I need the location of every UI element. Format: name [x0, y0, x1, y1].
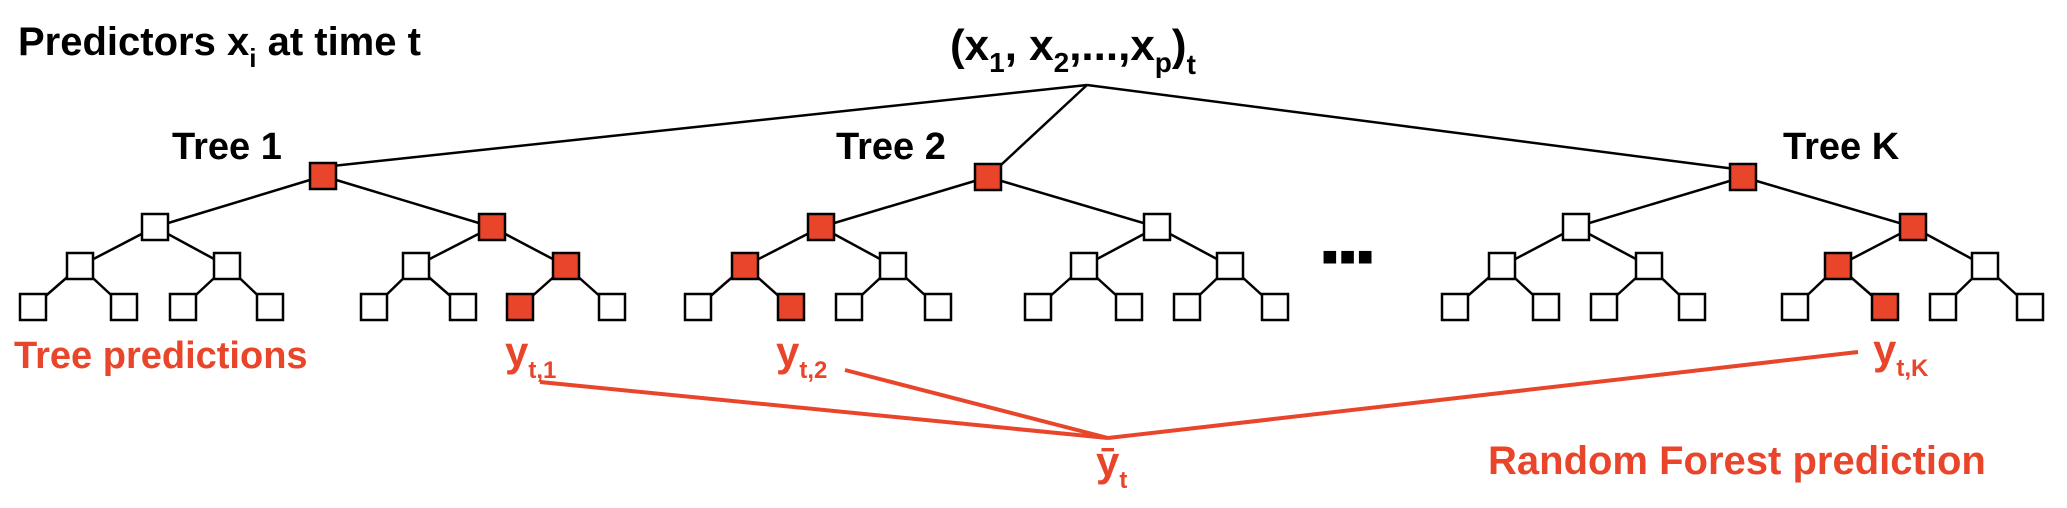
tree-2-path-node: [973, 162, 1003, 192]
tree-1-node: [18, 292, 48, 322]
trees-layer: [18, 161, 2045, 322]
tree-2-edge: [820, 175, 989, 229]
tree-2-node: [1023, 292, 1053, 322]
tree-1-node: [212, 251, 242, 281]
tree-2-node: [1142, 212, 1172, 242]
tree-1-node: [65, 251, 95, 281]
tree-1-node: [359, 292, 389, 322]
tree-1-structure: [18, 161, 627, 322]
tree-k-node: [1589, 292, 1619, 322]
tree-1-node: [448, 292, 478, 322]
tree-2-node: [1260, 292, 1290, 322]
aggregate-prediction: ȳt: [1096, 438, 1127, 494]
predictors-label: Predictors xi at time t: [18, 20, 421, 73]
tree-2-path-node: [806, 212, 836, 242]
tree-1-label: Tree 1: [172, 126, 282, 168]
tree-k-node: [1487, 251, 1517, 281]
prediction-tree-k: yt,K: [1873, 326, 1929, 382]
tree-k-node: [1634, 251, 1664, 281]
tree-k-node: [1970, 251, 2000, 281]
tree-k-node: [1677, 292, 1707, 322]
tree-1-node: [597, 292, 627, 322]
tree-2-node: [923, 292, 953, 322]
aggregation-edges: [539, 350, 1859, 440]
tree-2-node: [1172, 292, 1202, 322]
tree-k-structure: [1440, 162, 2045, 322]
tree-k-edge: [1742, 175, 1914, 229]
tree-1-path-node: [308, 161, 338, 191]
root-edges: [322, 83, 1744, 178]
tree-1-path-node: [477, 212, 507, 242]
tree-2-node: [1215, 251, 1245, 281]
edge-root-tree2: [987, 84, 1088, 178]
tree-k-node: [1780, 292, 1810, 322]
tree-1-node: [168, 292, 198, 322]
tree-k-node: [1928, 292, 1958, 322]
tree-2-node: [1114, 292, 1144, 322]
edge-predk-aggregate: [1107, 350, 1859, 440]
edge-pred1-aggregate: [539, 380, 1109, 440]
tree-2-structure: [683, 162, 1290, 322]
predictor-vector: (x1, x2,...,xp)t: [950, 21, 1196, 80]
random-forest-label: Random Forest prediction: [1488, 439, 1986, 483]
tree-2-node: [878, 251, 908, 281]
tree-2-path-node: [730, 251, 760, 281]
tree-k-label: Tree K: [1783, 126, 1900, 168]
tree-1-path-node: [551, 251, 581, 281]
tree-2-path-node: [776, 292, 806, 322]
tree-k-node: [1440, 292, 1470, 322]
tree-k-node: [1531, 292, 1561, 322]
tree-1-node: [109, 292, 139, 322]
prediction-tree-1: yt,1: [505, 328, 556, 384]
tree-1-node: [255, 292, 285, 322]
tree-1-path-node: [505, 292, 535, 322]
tree-k-node: [1561, 212, 1591, 242]
tree-1-edge: [322, 174, 493, 229]
trees-ellipsis: ■■■: [1322, 241, 1375, 271]
edge-root-treek: [1086, 83, 1744, 172]
tree-predictions-label: Tree predictions: [14, 335, 308, 377]
tree-k-path-node: [1898, 212, 1928, 242]
tree-2-node: [1069, 251, 1099, 281]
tree-k-node: [2015, 292, 2045, 322]
tree-k-path-node: [1728, 162, 1758, 192]
tree-1-edge: [154, 174, 324, 229]
tree-k-edge: [1575, 175, 1744, 229]
tree-2-label: Tree 2: [836, 126, 946, 168]
prediction-tree-2: yt,2: [776, 328, 827, 384]
tree-k-path-node: [1870, 292, 1900, 322]
tree-k-path-node: [1823, 251, 1853, 281]
edge-pred2-aggregate: [844, 368, 1109, 440]
edge-root-tree1: [322, 83, 1088, 169]
tree-2-node: [834, 292, 864, 322]
tree-2-node: [683, 292, 713, 322]
tree-2-edge: [987, 175, 1158, 229]
tree-1-node: [401, 251, 431, 281]
tree-1-node: [140, 212, 170, 242]
